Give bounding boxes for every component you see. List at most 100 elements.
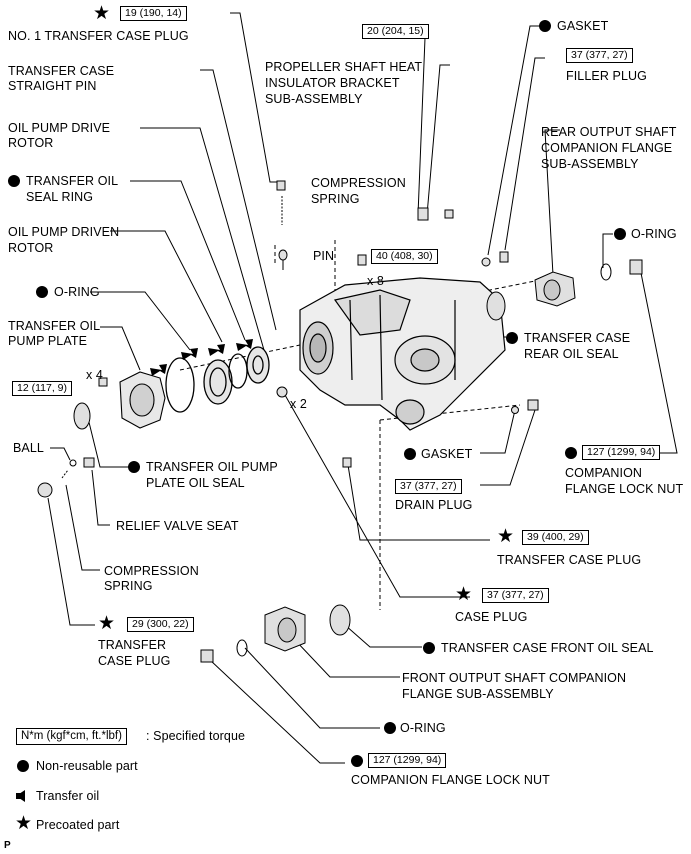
label-lock-nut-right-2: FLANGE LOCK NUT (565, 482, 684, 496)
label-driven-rotor-1: OIL PUMP DRIVEN (8, 225, 120, 239)
pump-plate-bolt-part (98, 377, 108, 387)
no1-plug-part (276, 180, 286, 191)
label-drive-rotor-1: OIL PUMP DRIVE (8, 121, 111, 135)
label-pump-plate-seal-2: PLATE OIL SEAL (146, 476, 245, 490)
rotors-and-rings (165, 346, 270, 413)
label-qty-x8: x 8 (367, 274, 384, 288)
label-no1-plug: NO. 1 TRANSFER CASE PLUG (8, 29, 189, 43)
leader-o-ring-left (90, 291, 191, 351)
non-reusable-dot-icon (423, 642, 435, 654)
label-pump-plate-seal-1: TRANSFER OIL PUMP (146, 460, 278, 474)
label-ball: BALL (13, 441, 44, 455)
non-reusable-dot-icon (384, 722, 396, 734)
leader-lock-nut-bottom (209, 659, 345, 764)
case-plug-part (276, 386, 288, 398)
leader-plug-left (47, 497, 95, 626)
label-drain-plug: DRAIN PLUG (395, 498, 473, 512)
non-reusable-dot-icon (8, 175, 20, 187)
torque-box-filler-plug: 37 (377, 27) (566, 48, 633, 63)
label-driven-rotor-2: ROTOR (8, 241, 54, 255)
legend-torque-text: : Specified torque (146, 729, 246, 743)
torque-box-no1-plug: 19 (190, 14) (120, 6, 187, 21)
star-icon: ★ (93, 3, 111, 24)
gasket-top-part (481, 257, 491, 267)
leader-o-ring-bottom (244, 647, 380, 729)
non-reusable-dot-icon (404, 448, 416, 460)
ball-part (69, 459, 77, 467)
torque-box-case-plug: 37 (377, 27) (482, 588, 549, 603)
legend-non-reusable-dot-icon (17, 760, 29, 772)
leader-lock-nut-right (639, 267, 678, 454)
label-qty-x4: x 4 (86, 368, 103, 382)
gasket-mid-part (511, 406, 519, 414)
label-drive-rotor-2: ROTOR (8, 136, 54, 150)
label-front-flange-2: FLANGE SUB-ASSEMBLY (402, 687, 554, 701)
label-pump-plate-1: TRANSFER OIL (8, 319, 101, 333)
o-ring-bottom-part (236, 639, 248, 657)
lock-nut-right-part (629, 259, 643, 275)
torque-box-lock-nut-bottom: 127 (1299, 94) (368, 753, 447, 768)
legend-precoated: Precoated part (36, 818, 120, 832)
non-reusable-dot-icon (614, 228, 626, 240)
star-icon: ★ (455, 584, 473, 605)
leader-o-ring-right (602, 233, 613, 268)
relief-valve-seat-part (83, 457, 95, 468)
leader-drive-rotor (140, 127, 267, 358)
label-lock-nut-bottom: COMPANION FLANGE LOCK NUT (351, 773, 550, 787)
leader-case-plug (284, 394, 470, 598)
non-reusable-dot-icon (351, 755, 363, 767)
torque-box-lock-nut-right: 127 (1299, 94) (582, 445, 661, 460)
leader-pump-plate (100, 326, 141, 371)
legend-transfer-oil-arrow-icon (16, 790, 25, 802)
leader-spring-lower (65, 484, 100, 571)
torque-box-drain-plug: 37 (377, 27) (395, 479, 462, 494)
leader-straight-pin (200, 69, 277, 331)
drain-plug-part (527, 399, 539, 411)
leader-rear-flange (544, 129, 560, 276)
non-reusable-dot-icon (539, 20, 551, 32)
label-prop-bracket-3: SUB-ASSEMBLY (265, 92, 363, 106)
transfer-case-plug-mid-part (342, 457, 352, 468)
torque-box-bolts-x8: 40 (408, 30) (371, 249, 438, 264)
label-rear-oil-seal-1: TRANSFER CASE (524, 331, 631, 345)
legend-transfer-oil: Transfer oil (36, 789, 100, 803)
legend-non-reusable: Non-reusable part (36, 759, 138, 773)
pump-plate-seal-part (73, 402, 91, 430)
label-gasket-mid: GASKET (421, 447, 473, 461)
o-ring-right-part (600, 263, 612, 281)
star-icon: ★ (98, 613, 116, 634)
leader-plug-mid (347, 464, 490, 541)
non-reusable-dot-icon (506, 332, 518, 344)
figure-code: P (4, 840, 11, 851)
label-front-flange-1: FRONT OUTPUT SHAFT COMPANION (402, 671, 627, 685)
label-spring-upper-2: SPRING (311, 192, 360, 206)
label-seal-ring-1: TRANSFER OIL (26, 174, 119, 188)
leader-front-seal (344, 624, 422, 648)
transfer-case-plug-left-part (37, 482, 53, 498)
transfer-oil-arrows (150, 339, 253, 376)
rear-oil-seal-part (486, 291, 506, 321)
label-straight-pin-1: TRANSFER CASE (8, 64, 115, 78)
leader-seal-ring (130, 180, 246, 341)
leader-relief-valve (91, 469, 110, 526)
label-relief-valve-seat: RELIEF VALVE SEAT (116, 519, 239, 533)
label-plug-left-2: CASE PLUG (98, 654, 171, 668)
label-compression-spring-lower-2: SPRING (104, 579, 153, 593)
label-qty-x2: x 2 (290, 397, 307, 411)
label-spring-upper-1: COMPRESSION (311, 176, 406, 190)
label-case-plug: CASE PLUG (455, 610, 528, 624)
leader-prop-bracket (426, 64, 450, 216)
label-o-ring-right: O-RING (631, 227, 677, 241)
non-reusable-dot-icon (36, 286, 48, 298)
legend-star-icon: ★ (15, 813, 33, 834)
leader-gasket-top (487, 25, 540, 256)
case-bolt-part (357, 254, 367, 266)
non-reusable-dot-icon (565, 447, 577, 459)
filler-plug-part (499, 251, 509, 263)
label-gasket-top: GASKET (557, 19, 609, 33)
label-rear-flange-1: REAR OUTPUT SHAFT (541, 125, 677, 139)
leader-gasket-mid (480, 409, 516, 454)
label-rear-flange-2: COMPANION FLANGE (541, 141, 673, 155)
